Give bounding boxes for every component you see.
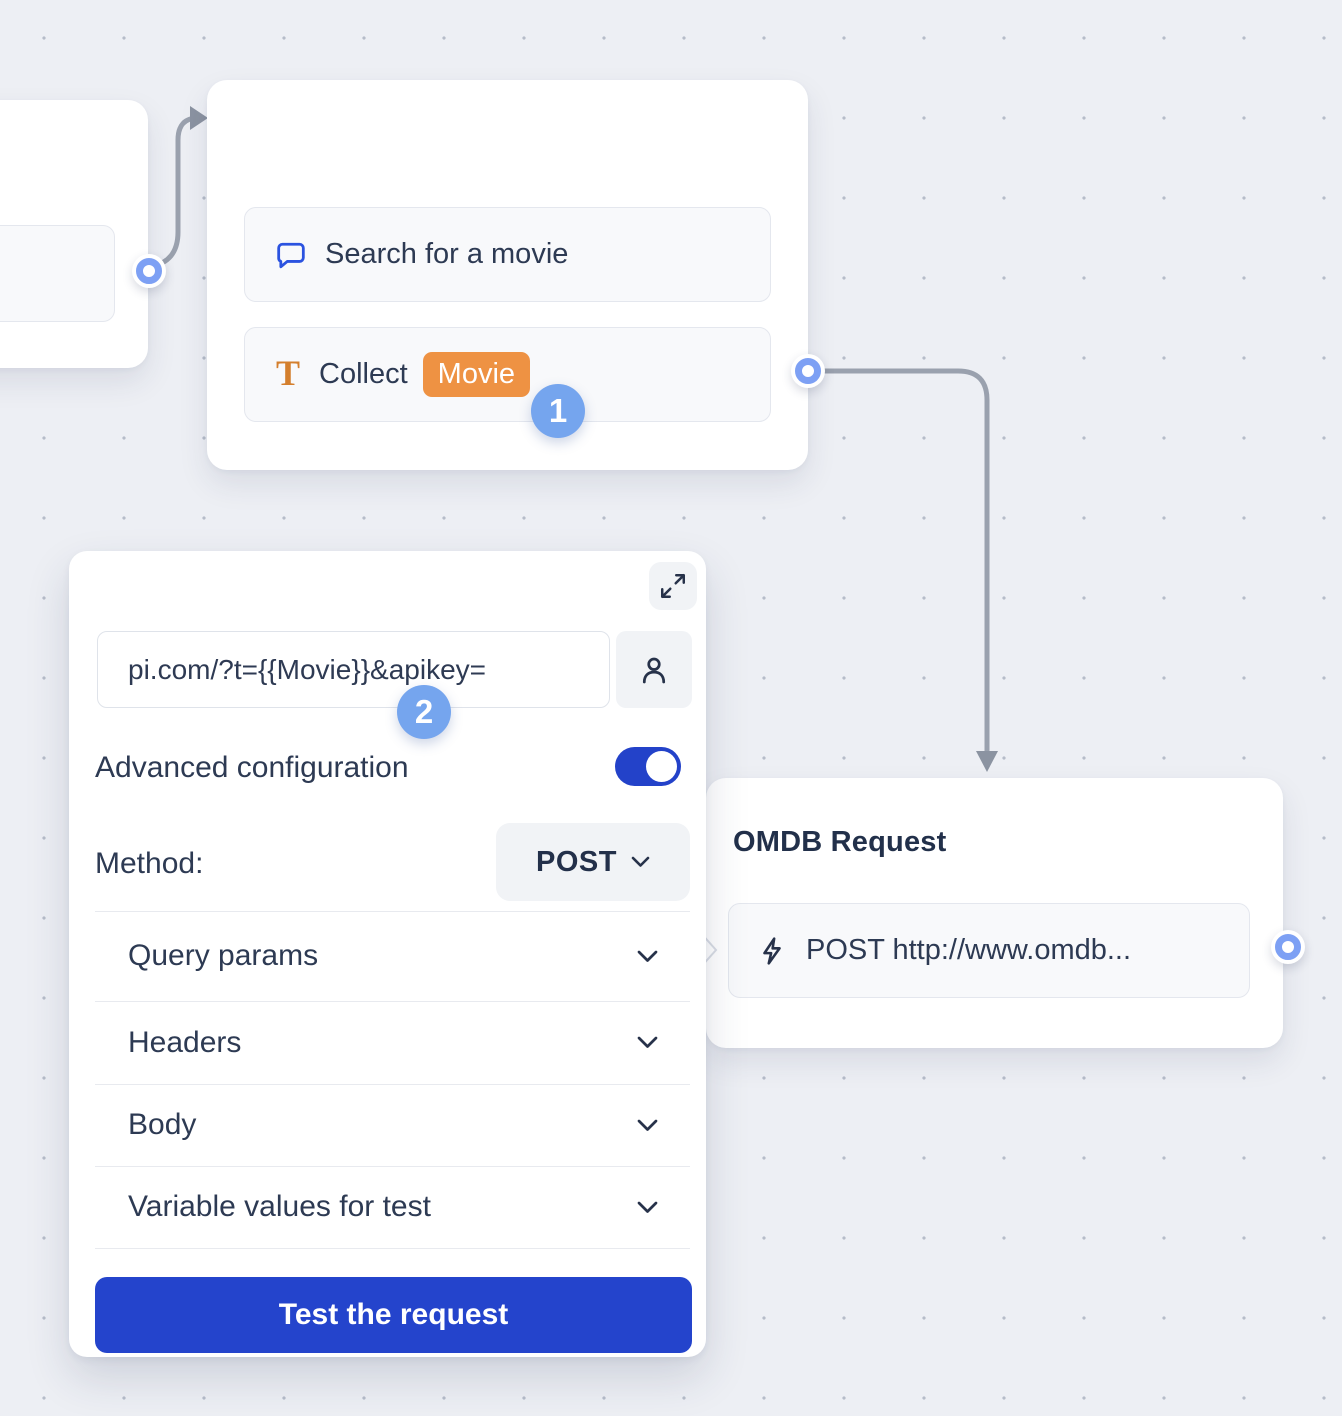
connector-movie-to-omdb	[813, 368, 990, 755]
variables-button[interactable]	[616, 631, 692, 708]
node-item-partial[interactable]	[0, 225, 115, 322]
port-ring-icon	[136, 258, 162, 284]
node-item-label: POST http://www.omdb...	[806, 934, 1132, 966]
chevron-down-icon	[637, 1119, 658, 1131]
test-request-button[interactable]: Test the request	[95, 1277, 692, 1353]
variable-chip[interactable]: Movie	[422, 351, 531, 398]
request-config-panel: Advanced configuration Method: POST Quer…	[69, 551, 706, 1357]
method-label: Method:	[95, 847, 204, 880]
node-item-question[interactable]: Search for a movie	[244, 207, 771, 302]
output-port[interactable]	[791, 354, 825, 388]
section-label: Variable values for test	[128, 1190, 431, 1223]
chevron-down-icon	[637, 1201, 658, 1213]
output-port[interactable]	[132, 254, 166, 288]
divider	[95, 1166, 690, 1167]
advanced-configuration-toggle[interactable]	[615, 747, 681, 786]
connector-left-to-movie	[150, 115, 201, 269]
node-title: OMDB Request	[733, 826, 947, 858]
person-icon	[642, 657, 666, 683]
toggle-knob	[646, 751, 677, 782]
connector-arrowhead-down-icon	[976, 751, 998, 772]
connector-arrowhead-right-icon	[190, 106, 208, 130]
expand-button[interactable]	[649, 562, 697, 610]
section-body[interactable]: Body	[95, 1084, 690, 1166]
text-input-icon: T	[276, 352, 301, 393]
expand-icon	[660, 573, 686, 599]
node-item-label: Search for a movie	[325, 238, 569, 270]
chevron-down-icon	[637, 950, 658, 962]
section-label: Query params	[128, 939, 319, 972]
port-ring-icon	[795, 358, 821, 384]
divider	[95, 1248, 690, 1249]
output-port[interactable]	[1271, 930, 1305, 964]
node-card-partial[interactable]	[0, 100, 148, 368]
section-label: Body	[128, 1108, 197, 1141]
port-ring-icon	[1275, 934, 1301, 960]
url-input[interactable]	[97, 631, 610, 708]
lightning-icon	[763, 936, 781, 965]
method-value: POST	[536, 845, 617, 878]
node-item-collect[interactable]: T Collect Movie	[244, 327, 771, 422]
node-item-label: Collect	[319, 358, 408, 390]
divider	[95, 1001, 690, 1002]
section-label: Headers	[128, 1025, 242, 1059]
advanced-configuration-label: Advanced configuration	[95, 751, 409, 784]
method-select[interactable]: POST	[496, 823, 690, 901]
node-item-webhook[interactable]: POST http://www.omdb...	[728, 903, 1250, 998]
section-query-params[interactable]: Query params	[95, 911, 690, 1001]
node-card-movie-search[interactable]: Movie search Search for a movie T Collec…	[207, 80, 808, 470]
chat-bubble-icon	[277, 242, 305, 268]
node-card-omdb-request[interactable]: OMDB Request POST http://www.omdb...	[706, 778, 1283, 1048]
step-badge: 1	[531, 384, 585, 438]
divider	[95, 911, 690, 912]
section-headers[interactable]: Headers	[95, 1001, 690, 1084]
divider	[95, 1084, 690, 1085]
chevron-down-icon	[637, 1036, 658, 1048]
step-badge: 2	[397, 685, 451, 739]
section-variable-values[interactable]: Variable values for test	[95, 1166, 690, 1248]
chevron-down-icon	[631, 856, 650, 867]
